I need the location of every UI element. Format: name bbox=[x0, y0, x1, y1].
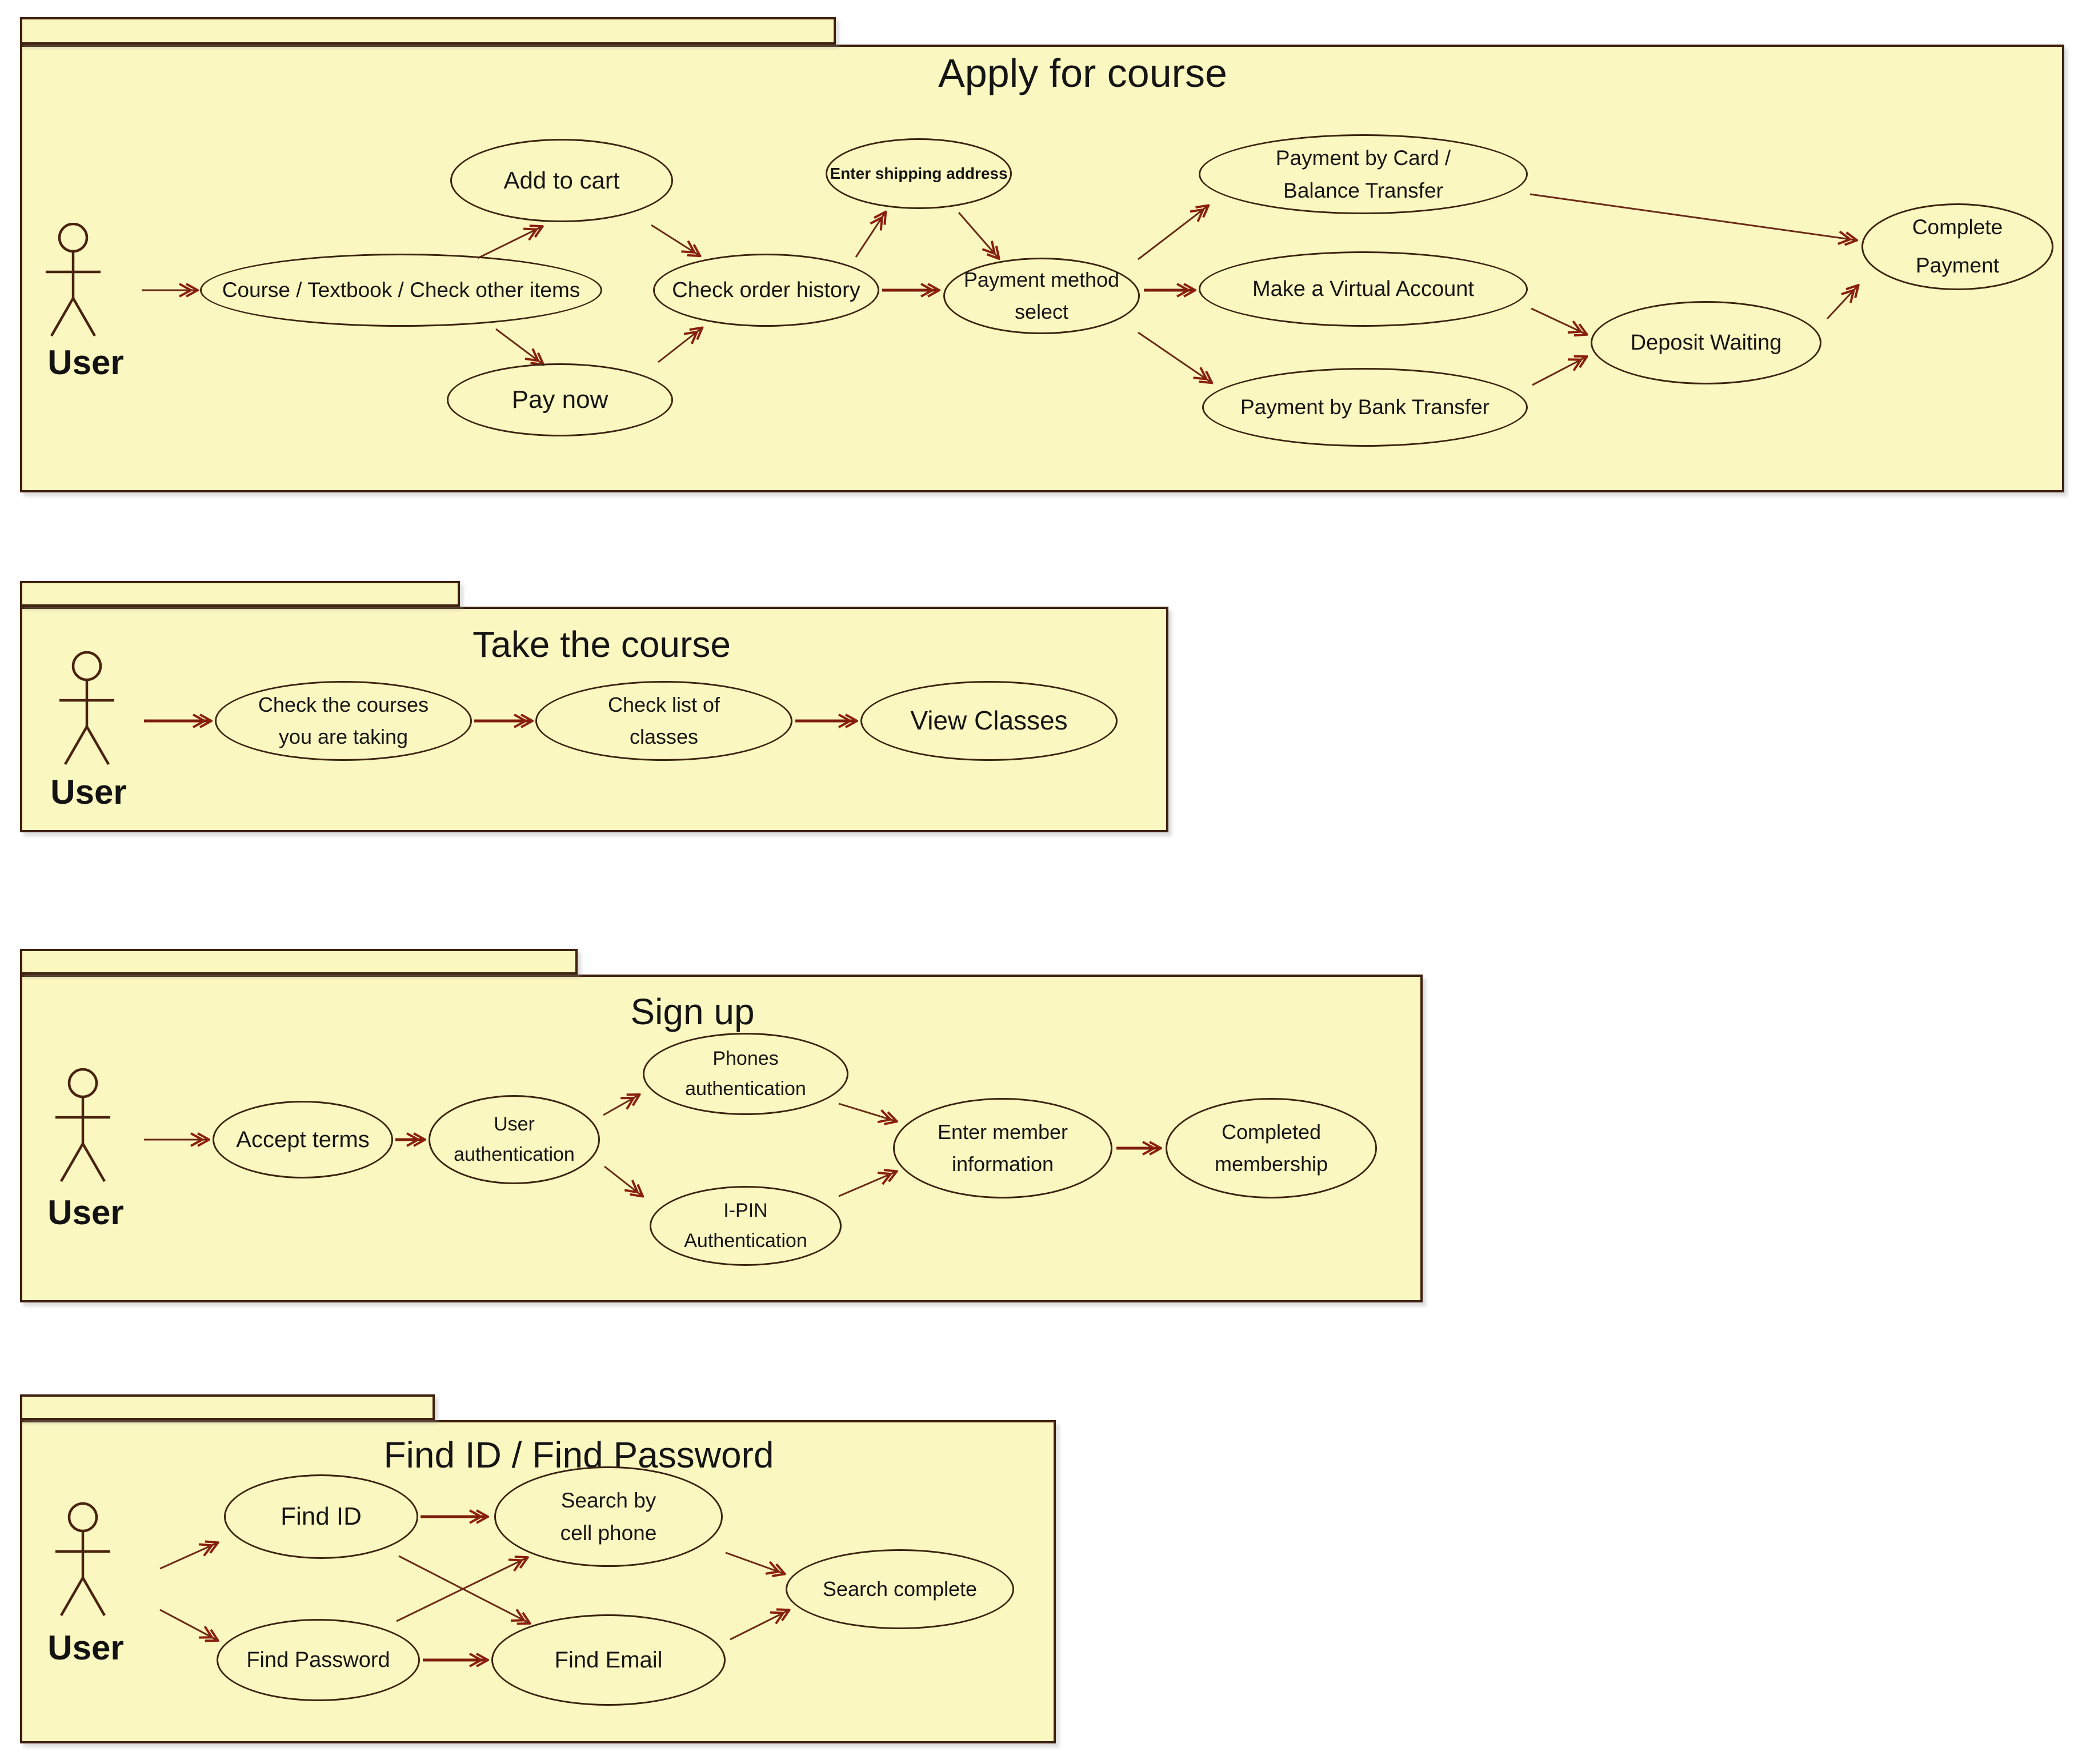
package-title: Sign up bbox=[630, 991, 755, 1032]
usecase-phones-authentication[interactable]: Phones authentication bbox=[643, 1033, 848, 1115]
package-tab-sign-up bbox=[20, 949, 578, 975]
package-tab-find-id-password bbox=[20, 1394, 435, 1420]
stick-figure-icon bbox=[46, 223, 101, 337]
actor-user-4[interactable] bbox=[43, 1502, 123, 1622]
usecase-check-order-history[interactable]: Check order history bbox=[653, 254, 879, 327]
usecase-check-list-of-classes[interactable]: Check list of classes bbox=[535, 681, 792, 761]
usecase-make-a-virtual-account[interactable]: Make a Virtual Account bbox=[1199, 251, 1528, 327]
usecase-i-pin-authentication[interactable]: I-PIN Authentication bbox=[650, 1186, 842, 1266]
usecase-find-email[interactable]: Find Email bbox=[491, 1614, 726, 1706]
package-title: Apply for course bbox=[938, 51, 1227, 95]
stick-figure-icon bbox=[59, 651, 114, 765]
usecase-deposit-waiting[interactable]: Deposit Waiting bbox=[1591, 301, 1821, 384]
actor-user-2[interactable] bbox=[47, 651, 127, 771]
usecase-view-classes[interactable]: View Classes bbox=[860, 681, 1118, 761]
actor-label: User bbox=[50, 773, 127, 811]
usecase-user-authentication[interactable]: User authentication bbox=[429, 1095, 600, 1184]
actor-user-3[interactable] bbox=[43, 1068, 123, 1188]
usecase-add-to-cart[interactable]: Add to cart bbox=[450, 139, 673, 222]
usecase-payment-by-bank-transfer[interactable]: Payment by Bank Transfer bbox=[1202, 368, 1528, 447]
usecase-enter-shipping-address[interactable]: Enter shipping address bbox=[826, 138, 1012, 209]
stick-figure-icon bbox=[55, 1502, 110, 1617]
usecase-find-password[interactable]: Find Password bbox=[217, 1619, 420, 1701]
usecase-completed-membership[interactable]: Completed membership bbox=[1166, 1098, 1377, 1198]
package-title: Take the course bbox=[473, 624, 731, 665]
package-tab-apply-for-course bbox=[20, 17, 836, 45]
actor-label: User bbox=[47, 1193, 124, 1232]
usecase-course-textbook-check-other-items[interactable]: Course / Textbook / Check other items bbox=[200, 254, 602, 327]
usecase-payment-by-card-balance-transfer[interactable]: Payment by Card / Balance Transfer bbox=[1199, 134, 1528, 214]
usecase-search-complete[interactable]: Search complete bbox=[786, 1549, 1014, 1629]
usecase-complete-payment[interactable]: Complete Payment bbox=[1861, 203, 2053, 290]
usecase-find-id[interactable]: Find ID bbox=[224, 1474, 418, 1559]
usecase-accept-terms[interactable]: Accept terms bbox=[213, 1101, 393, 1178]
stick-figure-icon bbox=[55, 1068, 110, 1182]
actor-user-1[interactable] bbox=[33, 223, 113, 343]
usecase-pay-now[interactable]: Pay now bbox=[447, 363, 673, 436]
usecase-search-by-cell-phone[interactable]: Search by cell phone bbox=[494, 1466, 723, 1567]
usecase-enter-member-information[interactable]: Enter member information bbox=[893, 1098, 1112, 1198]
usecase-payment-method-select[interactable]: Payment method select bbox=[943, 258, 1140, 334]
actor-label: User bbox=[47, 1629, 124, 1667]
actor-label: User bbox=[47, 343, 124, 382]
package-tab-take-the-course bbox=[20, 581, 460, 607]
usecase-check-the-courses-you-are-taking[interactable]: Check the courses you are taking bbox=[215, 681, 472, 761]
